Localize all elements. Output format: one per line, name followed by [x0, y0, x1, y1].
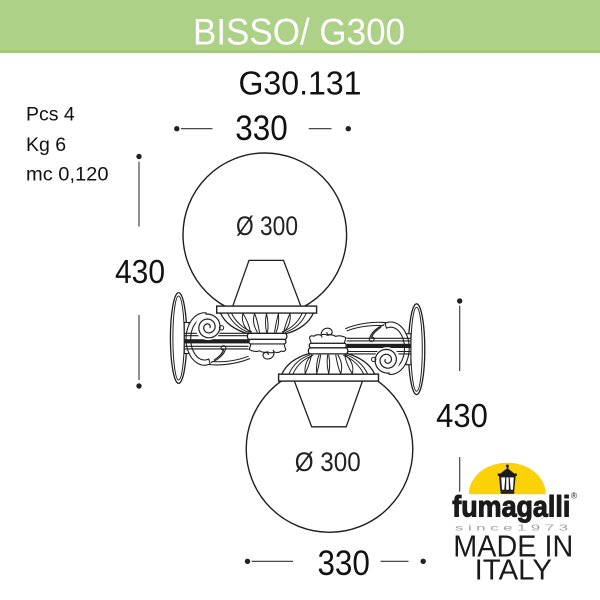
svg-text:fumagalli: fumagalli [452, 491, 570, 524]
svg-text:BISSO/ G300: BISSO/ G300 [193, 12, 405, 53]
svg-text:430: 430 [436, 397, 488, 434]
svg-text:MADE IN: MADE IN [453, 528, 573, 563]
svg-text:Ø 300: Ø 300 [295, 447, 361, 477]
svg-text:mc 0,120: mc 0,120 [26, 163, 109, 185]
svg-text:430: 430 [115, 253, 165, 290]
svg-text:®: ® [571, 491, 578, 501]
svg-text:Ø 300: Ø 300 [236, 211, 298, 241]
svg-text:Kg 6: Kg 6 [26, 134, 66, 156]
svg-text:G30.131: G30.131 [239, 65, 362, 102]
svg-text:330: 330 [235, 109, 288, 148]
svg-text:330: 330 [317, 544, 370, 583]
svg-text:Pcs 4: Pcs 4 [26, 104, 75, 126]
svg-text:s i n c e 1 9 7 3: s i n c e 1 9 7 3 [455, 523, 569, 533]
svg-text:ITALY: ITALY [475, 555, 552, 587]
